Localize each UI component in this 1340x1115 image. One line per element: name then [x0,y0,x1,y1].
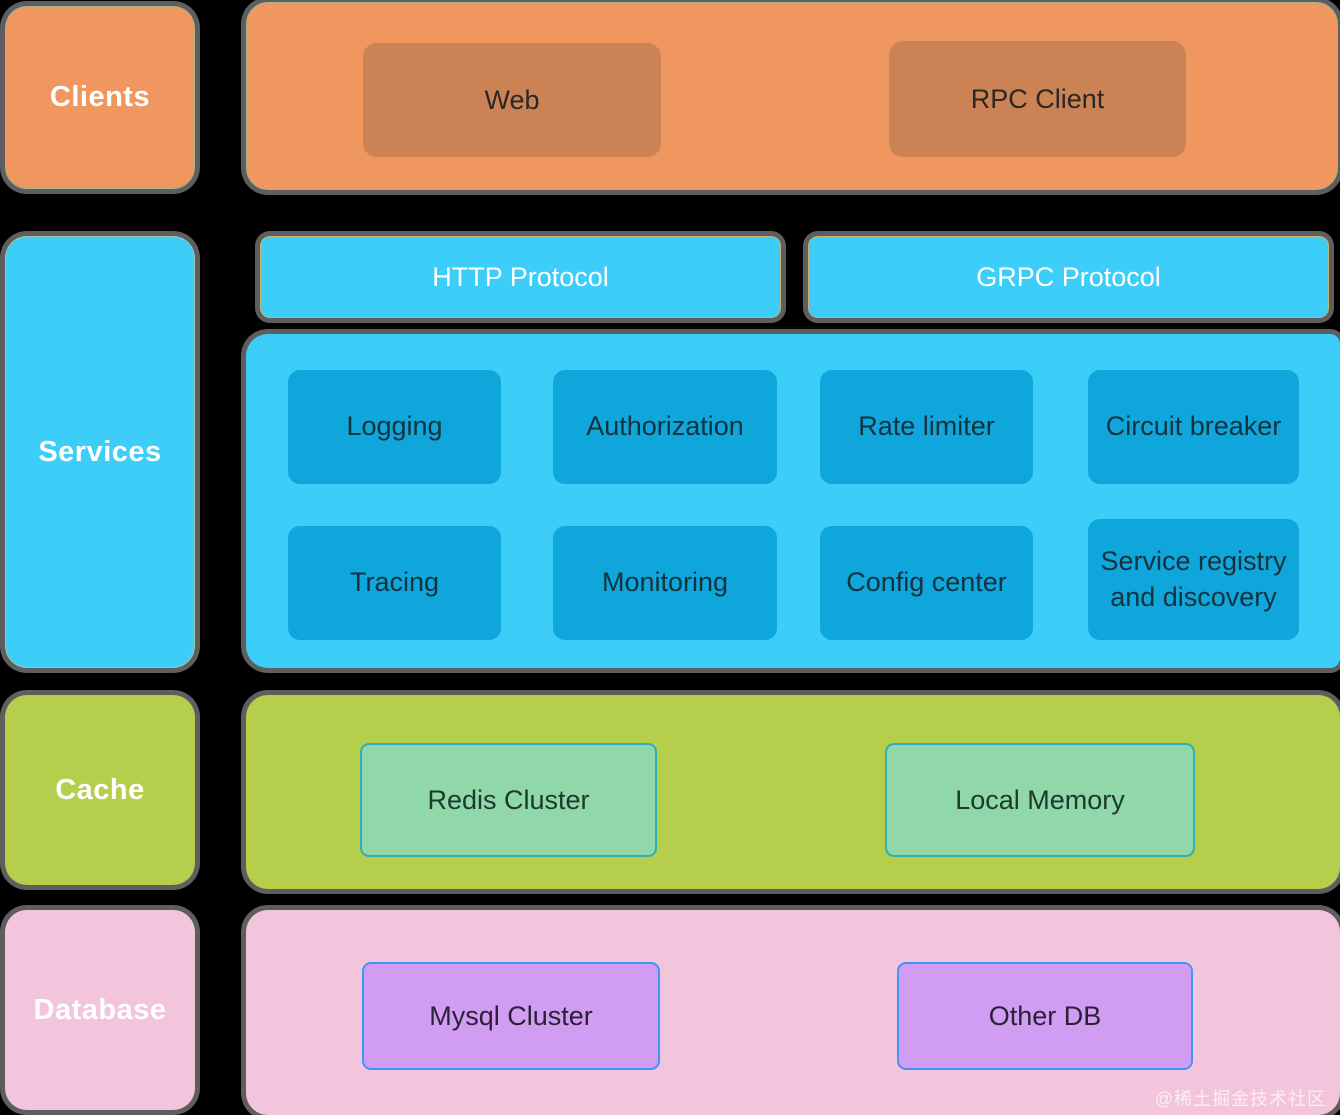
database-layer-container: Mysql Cluster Other DB @稀土掘金技术社区 [246,910,1340,1115]
box-monitoring: Monitoring [553,526,777,640]
rpc-client-label: RPC Client [970,83,1105,114]
box-web: Web [363,43,661,157]
box-config-center: Config center [820,526,1033,640]
logging-label: Logging [346,411,443,442]
web-label: Web [484,84,540,115]
services-label-text: Services [38,435,162,468]
tracing-label: Tracing [349,567,440,598]
layer-database-label: Database [5,910,195,1110]
local-memory-label: Local Memory [955,784,1125,815]
clients-label-text: Clients [49,81,151,113]
box-logging: Logging [288,370,501,484]
box-rate-limiter: Rate limiter [820,370,1033,484]
grpc-protocol-label: GRPC Protocol [976,261,1161,292]
box-http-protocol: HTTP Protocol [260,236,781,318]
authorization-label: Authorization [586,411,744,442]
box-grpc-protocol: GRPC Protocol [808,236,1329,318]
box-rpc-client: RPC Client [889,41,1186,157]
cache-layer-container: Redis Cluster Local Memory [246,695,1340,889]
redis-cluster-label: Redis Cluster [427,784,590,815]
config-center-label: Config center [846,567,1007,598]
box-authorization: Authorization [553,370,777,484]
services-layer-container: Logging Authorization Rate limiter Circu… [246,334,1340,668]
box-circuit-breaker: Circuit breaker [1088,370,1299,484]
box-other-db: Other DB [897,962,1193,1070]
http-protocol-label: HTTP Protocol [432,261,609,292]
layer-services-label: Services [5,236,195,668]
box-redis-cluster: Redis Cluster [360,743,657,857]
service-registry-label: Service registry and discovery [1100,546,1287,612]
layer-cache-label: Cache [5,695,195,885]
box-tracing: Tracing [288,526,501,640]
clients-layer-container: Web RPC Client [246,2,1338,190]
box-local-memory: Local Memory [885,743,1195,857]
database-label-text: Database [33,993,167,1026]
juejin-watermark: @稀土掘金技术社区 [1154,1089,1326,1109]
box-service-registry: Service registry and discovery [1088,519,1299,640]
box-mysql-cluster: Mysql Cluster [362,962,660,1070]
cache-label-text: Cache [55,773,145,806]
monitoring-label: Monitoring [601,567,729,598]
other-db-label: Other DB [988,1000,1102,1031]
rate-limiter-label: Rate limiter [858,411,995,442]
circuit-breaker-label: Circuit breaker [1105,411,1282,442]
mysql-cluster-label: Mysql Cluster [429,1000,593,1031]
layer-clients-label: Clients [5,6,195,189]
